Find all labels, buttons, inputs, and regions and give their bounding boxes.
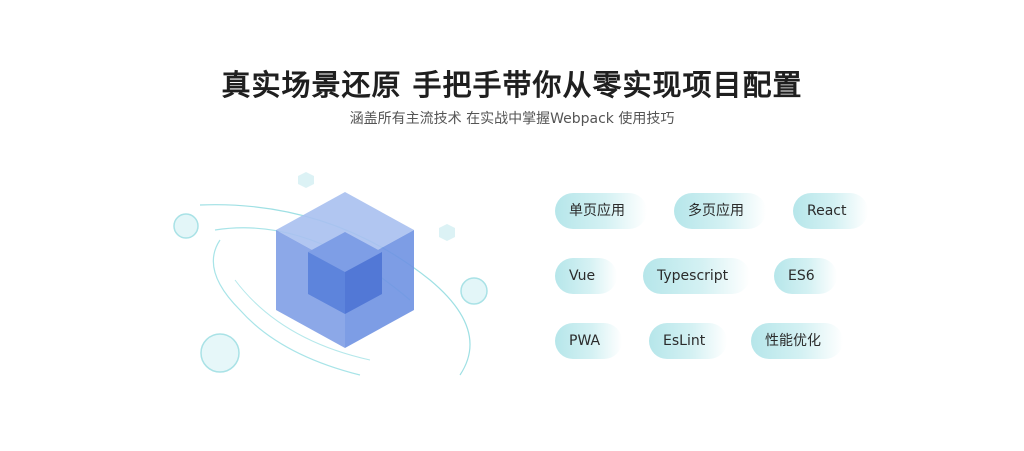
- tag-item: React: [793, 193, 869, 229]
- tag-item: 单页应用: [555, 193, 647, 229]
- tag-item: 性能优化: [751, 323, 843, 359]
- tag-item: 多页应用: [674, 193, 766, 229]
- tag-item: Vue: [555, 258, 618, 294]
- bubble-icon: [173, 213, 199, 239]
- hexagon-icon: [439, 224, 455, 241]
- bubble-icon: [200, 333, 240, 373]
- bubble-icon: [460, 277, 488, 305]
- tag-item: EsLint: [649, 323, 728, 359]
- orbit-line-icon: [199, 204, 471, 376]
- tag-item: ES6: [774, 258, 837, 294]
- section-title: 真实场景还原 手把手带你从零实现项目配置: [221, 68, 803, 102]
- orbit-line-icon: [234, 279, 371, 361]
- tag-item: Typescript: [643, 258, 751, 294]
- webpack-cube-icon: [173, 172, 488, 376]
- hexagon-icon: [298, 172, 314, 188]
- section-subtitle: 涵盖所有主流技术 在实战中掌握Webpack 使用技巧: [349, 111, 675, 127]
- tag-item: PWA: [555, 323, 623, 359]
- orbit-line-icon: [212, 239, 361, 376]
